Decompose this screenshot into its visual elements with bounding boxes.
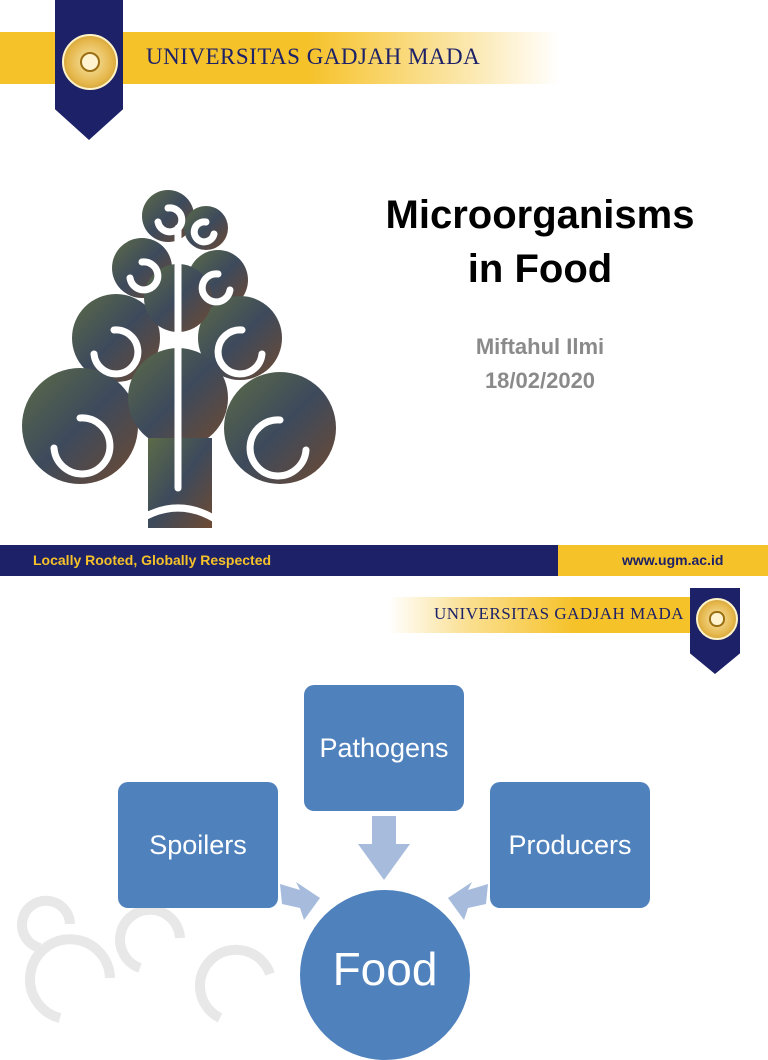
- background-tree-watermark: [17, 895, 275, 1023]
- footer-bar: [0, 545, 558, 576]
- footer-accent: [558, 545, 768, 576]
- tree-collage-logo: [22, 190, 336, 532]
- node-spoilers: Spoilers: [118, 782, 278, 908]
- ugm-emblem-icon: [62, 34, 118, 90]
- arrow-left-diag: [280, 882, 320, 920]
- node-food: Food: [300, 890, 470, 1060]
- node-pathogens: Pathogens: [304, 685, 464, 811]
- header-band: [388, 597, 698, 633]
- presentation-date: 18/02/2020: [484, 368, 596, 393]
- node-producers: Producers: [490, 782, 650, 908]
- university-name: UNIVERSITAS GADJAH MADA: [146, 44, 481, 69]
- title-slide: UNIVERSITAS GADJAH MADA: [0, 0, 768, 576]
- author-name: Miftahul Ilmi: [475, 334, 605, 359]
- slide-title-line1: Microorganisms: [385, 193, 695, 237]
- university-name: UNIVERSITAS GADJAH MADA: [434, 604, 685, 623]
- arrow-down: [358, 816, 410, 880]
- slide-title-line2: in Food: [467, 247, 613, 291]
- diagram-arrows: [280, 816, 488, 920]
- tagline: Locally Rooted, Globally Respected: [33, 552, 272, 568]
- arrow-right-diag: [448, 882, 488, 920]
- ugm-emblem-icon: [696, 598, 738, 640]
- website-url: www.ugm.ac.id: [622, 552, 724, 568]
